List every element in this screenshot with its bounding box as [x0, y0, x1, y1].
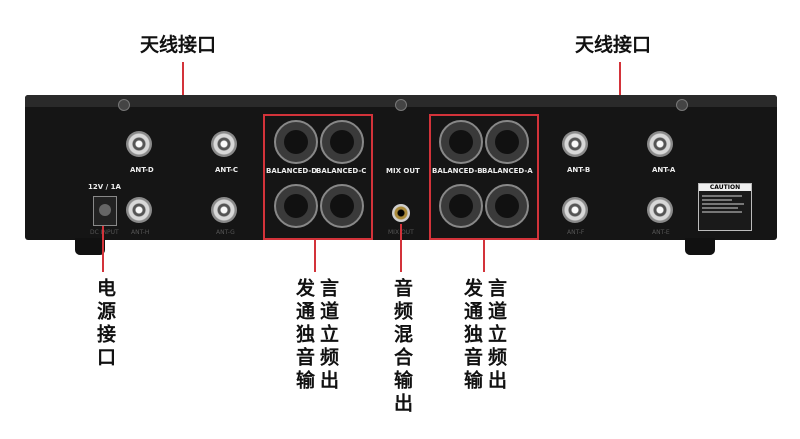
screw-icon [395, 99, 407, 111]
balanced-c-label: BALANCED-C [316, 167, 367, 175]
ant-e-label: ANT-E [652, 229, 670, 236]
balanced-output-group-left [263, 114, 373, 240]
ant-g-connector [211, 197, 237, 223]
balanced-h-connector [274, 184, 318, 228]
ant-a-connector [647, 131, 673, 157]
ant-g-label: ANT-G [216, 229, 235, 236]
dc-input-jack [93, 196, 117, 226]
dc-input-label: DC INPUT [90, 229, 119, 236]
ant-h-connector [126, 197, 152, 223]
balanced-output-label-left: 发通独音输 [293, 278, 315, 393]
ant-f-label: ANT-F [567, 229, 585, 236]
balanced-g-connector [320, 184, 364, 228]
pointer-line [102, 226, 104, 272]
balanced-output-label-left: 言道立频出 [317, 278, 339, 393]
rubber-foot-left [75, 238, 105, 255]
mix-out-label: MIX OUT [386, 167, 420, 175]
ant-d-connector [126, 131, 152, 157]
ant-c-connector [211, 131, 237, 157]
ant-b-connector [562, 131, 588, 157]
antenna-label-left: 天线接口 [140, 34, 217, 56]
balanced-f-connector [439, 184, 483, 228]
pointer-line [400, 224, 402, 272]
rubber-foot-right [685, 238, 715, 255]
screw-icon [676, 99, 688, 111]
pointer-line [483, 238, 485, 272]
balanced-a-label: BALANCED-A [482, 167, 533, 175]
balanced-b-connector [439, 120, 483, 164]
ant-h-label: ANT-H [131, 229, 150, 236]
caution-label: CAUTION [699, 184, 751, 191]
caution-sticker: CAUTION [698, 183, 752, 231]
dc-spec-label: 12V / 1A [88, 183, 121, 191]
mix-output-label: 音频混合输出 [391, 278, 413, 416]
balanced-e-connector [485, 184, 529, 228]
caution-text-lines [699, 191, 751, 217]
ant-f-connector [562, 197, 588, 223]
ant-d-label: ANT-D [130, 166, 154, 174]
balanced-b-label: BALANCED-B [432, 167, 483, 175]
mix-out-jack [392, 204, 410, 222]
pointer-line [314, 238, 316, 272]
balanced-c-connector [320, 120, 364, 164]
ant-c-label: ANT-C [215, 166, 239, 174]
balanced-a-connector [485, 120, 529, 164]
power-port-label: 电源接口 [94, 278, 116, 370]
antenna-label-right: 天线接口 [575, 34, 652, 56]
ant-b-label: ANT-B [567, 166, 591, 174]
balanced-output-label-right: 发通独音输 [461, 278, 483, 393]
balanced-output-label-right: 言道立频出 [485, 278, 507, 393]
ant-a-label: ANT-A [652, 166, 676, 174]
balanced-d-label: BALANCED-D [266, 167, 318, 175]
screw-icon [118, 99, 130, 111]
ant-e-connector [647, 197, 673, 223]
balanced-d-connector [274, 120, 318, 164]
